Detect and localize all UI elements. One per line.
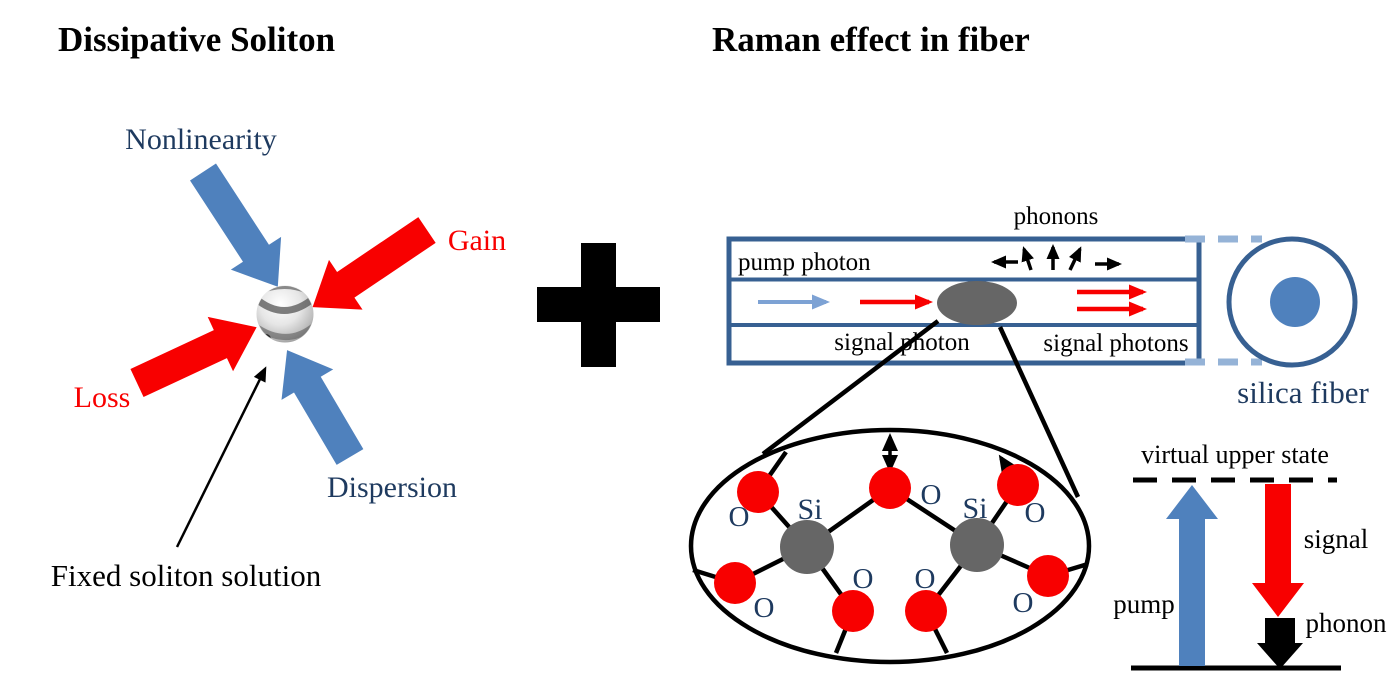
oxygen-atom <box>997 464 1039 506</box>
phonon-arrows-group <box>991 244 1122 271</box>
nonlinearity-arrow <box>190 163 282 287</box>
dispersion-arrow <box>281 350 364 465</box>
oxygen-label: O <box>1013 587 1034 619</box>
phonon-arrow-up-left <box>1021 246 1034 271</box>
signal-label: signal <box>1304 524 1369 554</box>
left-title: Dissipative Soliton <box>58 20 335 59</box>
right-title: Raman effect in fiber <box>712 20 1030 59</box>
silicon-atom <box>780 520 834 574</box>
gain-arrow <box>312 217 436 310</box>
oxygen-label: O <box>754 592 775 624</box>
oxygen-atom <box>714 562 756 604</box>
dispersion-label: Dispersion <box>327 471 457 504</box>
pump-arrow <box>1166 485 1218 666</box>
fixed-soliton-label: Fixed soliton solution <box>51 558 322 593</box>
loss-arrow <box>130 316 257 398</box>
oxygen-label: O <box>915 563 936 595</box>
gain-label: Gain <box>448 224 506 257</box>
fixed-soliton-pointer-arrow <box>175 366 267 548</box>
oxygen-label: O <box>729 501 750 533</box>
loss-label: Loss <box>74 381 131 414</box>
oxygen-label: O <box>921 479 942 511</box>
phonons-label: phonons <box>1014 203 1099 230</box>
oxygen-atom <box>737 471 779 513</box>
nonlinearity-label: Nonlinearity <box>125 123 277 156</box>
magnifier-line-left <box>761 319 940 456</box>
oxygen-atom <box>869 467 911 509</box>
atoms-group <box>714 464 1069 632</box>
pump-photon-label: pump photon <box>738 249 871 276</box>
oxygen-atom <box>832 590 874 632</box>
scattering-center-ellipse <box>937 281 1017 325</box>
magnifier-line-right <box>997 326 1081 498</box>
plus-icon <box>537 243 660 367</box>
soliton-sphere <box>256 285 314 343</box>
virtual-upper-state-label: virtual upper state <box>1141 440 1329 469</box>
fiber-core-dot <box>1270 277 1320 327</box>
oxygen-atom <box>905 590 947 632</box>
signal-photon-label: signal photon <box>834 329 970 356</box>
phonon-arrow-up-right <box>1068 246 1082 271</box>
phonon-label: phonon <box>1306 608 1388 638</box>
phonon-energy-arrow <box>1257 618 1303 669</box>
oxygen-label: O <box>1025 497 1046 529</box>
oxygen-atom <box>1027 555 1069 597</box>
silicon-label: Si <box>797 493 822 526</box>
signal-arrow <box>1252 484 1304 617</box>
molecule-ellipse <box>688 427 1092 665</box>
silica-fiber-label: silica fiber <box>1237 375 1369 410</box>
signal-photons-label: signal photons <box>1043 330 1188 357</box>
silicon-label: Si <box>962 492 987 525</box>
silicon-atom <box>950 518 1004 572</box>
pump-label: pump <box>1113 589 1175 619</box>
oxygen-label: O <box>853 563 874 595</box>
